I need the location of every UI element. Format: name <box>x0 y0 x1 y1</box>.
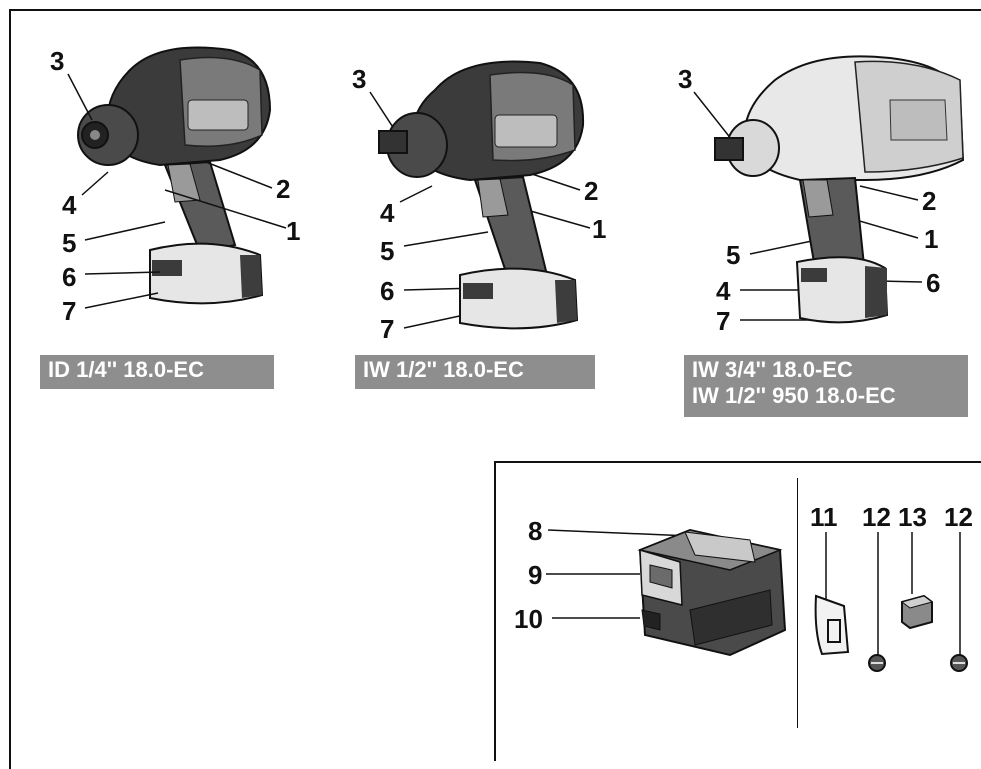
callout-3-tool3: 3 <box>678 64 693 94</box>
callout-1-tool2: 1 <box>592 214 607 244</box>
model-name-2: IW 1/2'' 18.0-EC <box>363 357 524 382</box>
model-name-1: ID 1/4'' 18.0-EC <box>48 357 204 382</box>
battery-pack-illustration <box>637 528 787 657</box>
callout-5-tool2: 5 <box>380 236 395 266</box>
callout-2-tool3: 2 <box>922 186 937 216</box>
callout-1-tool1: 1 <box>286 216 301 246</box>
bit-holder-illustration <box>900 594 934 630</box>
accessories-inset-frame <box>494 461 981 761</box>
model-label-1: ID 1/4'' 18.0-EC <box>40 355 274 389</box>
callout-3-tool1: 3 <box>50 46 65 76</box>
model-name-3-line1: IW 3/4'' 18.0-EC <box>692 357 853 382</box>
inset-divider <box>797 478 798 728</box>
callout-8: 8 <box>528 516 543 546</box>
callout-3-tool2: 3 <box>352 64 367 94</box>
callout-9: 9 <box>528 560 543 590</box>
impact-wrench-2-illustration <box>378 60 585 330</box>
callout-4-tool1: 4 <box>62 190 77 220</box>
callout-4-tool3: 4 <box>716 276 731 306</box>
callout-12-right: 12 <box>944 502 973 532</box>
callout-12-left: 12 <box>862 502 891 532</box>
screw-left-illustration <box>868 654 886 672</box>
belt-clip-illustration <box>814 594 850 656</box>
impact-driver-1-illustration <box>77 46 272 305</box>
callout-4-tool2: 4 <box>380 198 395 228</box>
callout-11: 11 <box>810 502 838 532</box>
callout-13: 13 <box>898 502 927 532</box>
callout-6-tool3: 6 <box>926 268 941 298</box>
impact-wrench-3-illustration <box>714 55 965 324</box>
callout-1-tool3: 1 <box>924 224 939 254</box>
callout-6-tool1: 6 <box>62 262 77 292</box>
callout-2-tool2: 2 <box>584 176 599 206</box>
callout-10: 10 <box>514 604 543 634</box>
callout-2-tool1: 2 <box>276 174 291 204</box>
figure-frame <box>9 9 981 769</box>
screw-right-illustration <box>950 654 968 672</box>
model-label-3: IW 3/4'' 18.0-EC IW 1/2'' 950 18.0-EC <box>684 355 968 417</box>
model-label-2: IW 1/2'' 18.0-EC <box>355 355 595 389</box>
callout-7-tool2: 7 <box>380 314 395 344</box>
callout-5-tool1: 5 <box>62 228 77 258</box>
callout-5-tool3: 5 <box>726 240 741 270</box>
callout-7-tool3: 7 <box>716 306 731 336</box>
callout-7-tool1: 7 <box>62 296 77 326</box>
callout-6-tool2: 6 <box>380 276 395 306</box>
model-name-3-line2: IW 1/2'' 950 18.0-EC <box>692 383 896 408</box>
